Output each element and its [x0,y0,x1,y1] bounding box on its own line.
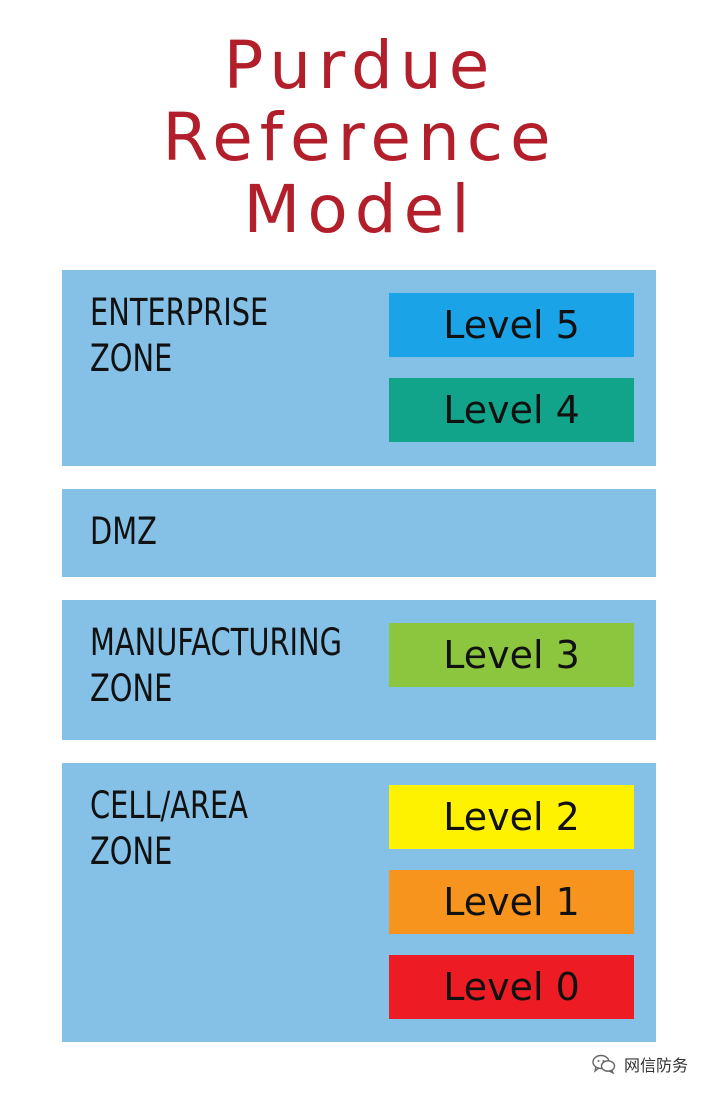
level-3-box: Level 3 [389,623,634,687]
title-line-2: Reference [162,99,558,176]
zone-label-line-1: CELL/AREA [90,784,249,827]
zone-label-line-1: MANUFACTURING [90,621,342,664]
dmz-zone: DMZ [62,489,656,577]
zone-label: ENTERPRISE ZONE [90,290,316,382]
watermark-text: 网信防务 [624,1056,689,1075]
zone-label-line-2: ZONE [90,830,173,873]
zone-label-line-2: ZONE [90,337,173,380]
watermark: 网信防务 [592,1052,688,1076]
level-5-box: Level 5 [389,293,634,357]
zone-label-line-1: DMZ [90,510,157,553]
zone-label: MANUFACTURING ZONE [90,620,342,712]
level-1-box: Level 1 [389,870,634,934]
manufacturing-zone: MANUFACTURING ZONE Level 3 [62,600,656,740]
cell-area-zone: CELL/AREA ZONE Level 2 Level 1 Level 0 [62,763,656,1042]
level-4-box: Level 4 [389,378,634,442]
level-0-box: Level 0 [389,955,634,1019]
zone-label: DMZ [90,509,316,555]
level-2-box: Level 2 [389,785,634,849]
title-line-3: Model [243,171,477,248]
zone-label: CELL/AREA ZONE [90,783,316,875]
zone-label-line-1: ENTERPRISE [90,291,269,334]
zone-label-line-2: ZONE [90,667,173,710]
enterprise-zone: ENTERPRISE ZONE Level 5 Level 4 [62,270,656,466]
wechat-icon [592,1054,616,1074]
title-line-1: Purdue [223,27,497,104]
diagram-title: Purdue Reference Model [0,30,720,246]
